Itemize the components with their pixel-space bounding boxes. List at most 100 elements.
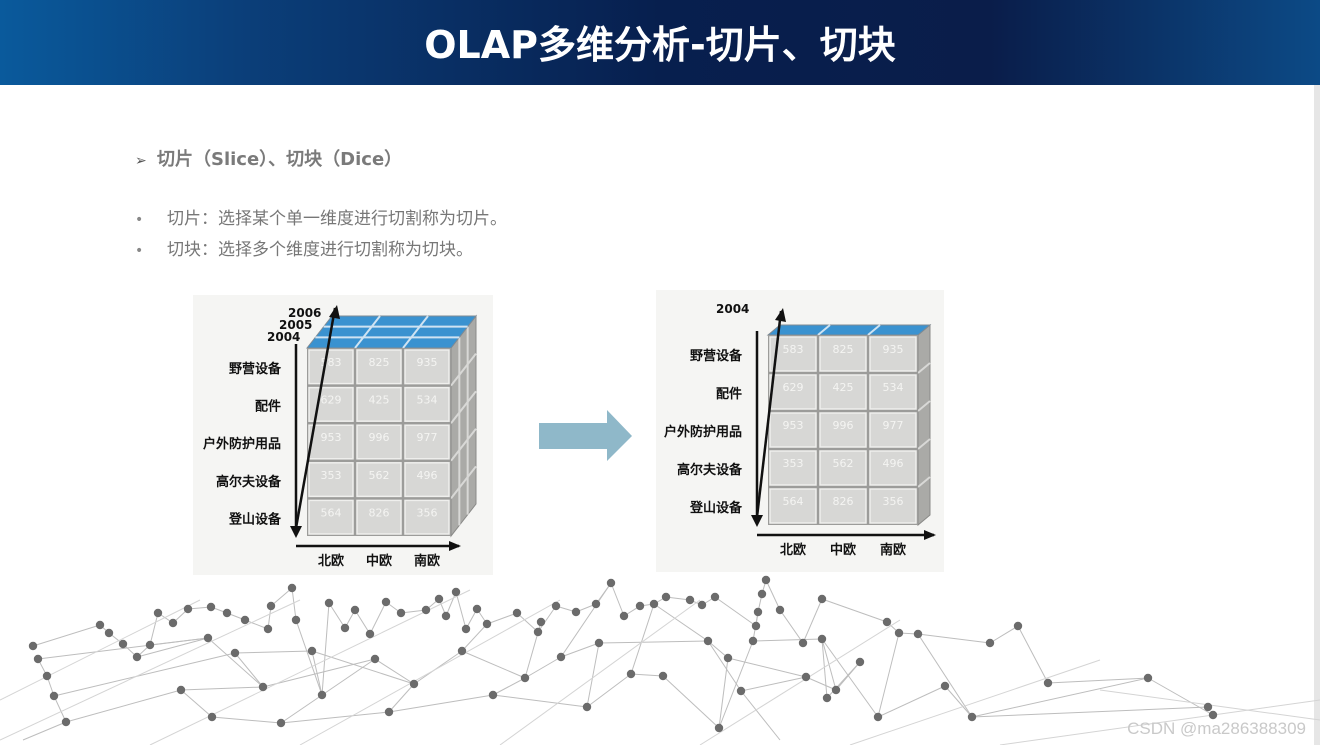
cube-cell-value: 353 — [783, 457, 804, 470]
network-link — [262, 658, 376, 688]
cube-cell — [356, 499, 402, 535]
axis-regions-arrowhead — [449, 541, 461, 551]
network-link — [826, 661, 861, 699]
network-node — [703, 636, 713, 646]
network-node — [95, 620, 105, 630]
cube-cell — [308, 349, 354, 385]
network-node — [520, 673, 530, 683]
network-link — [779, 609, 804, 644]
network-link — [727, 657, 807, 678]
network-link — [234, 652, 264, 688]
bullet-item: •切块：选择多个维度进行切割称为切块。 — [135, 236, 507, 267]
network-node — [658, 671, 668, 681]
cube-cell-value: 826 — [833, 495, 854, 508]
cube-cell-value: 496 — [417, 469, 438, 482]
network-node — [145, 640, 155, 650]
cube-side-divider — [450, 390, 477, 424]
cube-cell — [769, 488, 817, 524]
network-node — [381, 597, 391, 607]
network-link — [291, 587, 297, 621]
network-link — [516, 612, 539, 633]
cube-cell-value: 977 — [883, 419, 904, 432]
network-node — [748, 636, 758, 646]
network-node — [817, 594, 827, 604]
network-node — [710, 592, 720, 602]
network-link — [461, 650, 526, 679]
network-link — [630, 673, 664, 677]
network-node — [434, 594, 444, 604]
network-link — [707, 640, 729, 659]
network-link — [486, 612, 518, 625]
network-node — [340, 623, 350, 633]
network-node — [132, 652, 142, 662]
cube-cell-value: 356 — [417, 506, 438, 519]
network-link — [321, 602, 330, 696]
bullet-item: •切片：选择某个单一维度进行切割称为切片。 — [135, 205, 507, 236]
network-link — [311, 650, 323, 696]
network-link — [662, 675, 720, 729]
right-arrow-icon — [539, 410, 632, 461]
network-decoration — [0, 575, 1320, 745]
network-node — [370, 654, 380, 664]
network-link — [32, 624, 101, 647]
network-node — [685, 595, 695, 605]
network-node — [873, 712, 883, 722]
network-link — [455, 591, 467, 630]
cube-cell — [869, 412, 917, 448]
cube-cell-value: 629 — [783, 381, 804, 394]
network-node — [384, 707, 394, 717]
network-node — [551, 601, 561, 611]
network-link — [295, 619, 323, 696]
network-link — [821, 638, 879, 718]
network-node — [168, 618, 178, 628]
cube-cell — [404, 349, 450, 385]
network-link — [999, 699, 1320, 745]
cube-side-divider — [450, 428, 477, 462]
network-link — [537, 605, 557, 633]
network-node — [757, 589, 767, 599]
network-link — [805, 676, 837, 691]
network-node — [619, 611, 629, 621]
row-label: 高尔夫设备 — [216, 474, 282, 490]
network-node — [533, 627, 543, 637]
network-node — [855, 657, 865, 667]
network-link — [849, 659, 1101, 745]
network-link — [718, 640, 754, 729]
axis-years-line — [755, 310, 783, 518]
network-node — [1203, 702, 1213, 712]
network-node — [240, 615, 250, 625]
network-node — [761, 575, 771, 585]
network-link — [270, 587, 293, 607]
network-link — [492, 694, 588, 708]
network-link — [492, 677, 526, 696]
cube-cell-value: 562 — [833, 457, 854, 470]
row-label: 配件 — [255, 399, 281, 415]
column-label: 中欧 — [366, 553, 392, 569]
row-label: 户外防护用品 — [664, 424, 742, 440]
network-node — [940, 681, 950, 691]
section-heading-text: 切片（Slice）、切块（Dice） — [157, 149, 403, 170]
network-node — [49, 691, 59, 701]
network-link — [586, 642, 600, 708]
year-label: 2004 — [267, 330, 300, 344]
scrollbar-track[interactable] — [1314, 85, 1320, 745]
network-node — [33, 654, 43, 664]
network-link — [445, 591, 457, 617]
network-node — [985, 638, 995, 648]
cube-cell — [869, 450, 917, 486]
network-node — [324, 598, 334, 608]
network-node — [266, 601, 276, 611]
network-node — [409, 679, 419, 689]
column-label: 南欧 — [414, 553, 440, 569]
network-link — [1147, 677, 1214, 716]
network-node — [831, 685, 841, 695]
network-link — [149, 589, 471, 745]
network-link — [207, 637, 264, 688]
cube-cell-value: 826 — [369, 506, 390, 519]
network-node — [649, 599, 659, 609]
axis-years-line — [294, 307, 337, 529]
network-node — [817, 634, 827, 644]
cube-cell-value: 425 — [369, 394, 390, 407]
